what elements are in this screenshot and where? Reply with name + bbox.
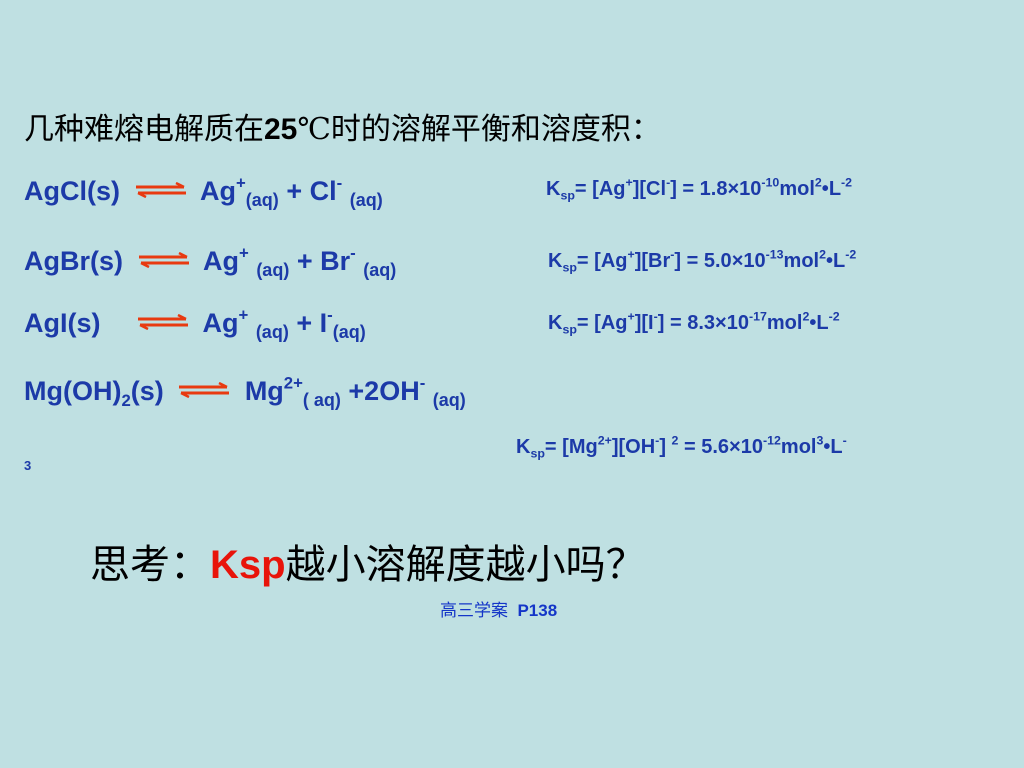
equation-agi: AgI(s) Ag+ (aq) + I-(aq) [24,305,366,342]
ksp-mgoh2-wrap: 3 [24,458,32,473]
ksp-agbr: Ksp= [Ag+][Br-] = 5.0×10-13mol2•L-2 [548,247,857,275]
equilibrium-arrow-icon [134,182,188,198]
equilibrium-arrow-icon [136,314,190,330]
slide-title: 几种难熔电解质在25℃时的溶解平衡和溶度积： [24,112,661,147]
equation-agcl: AgCl(s) Ag+(aq) + Cl- (aq) [24,173,383,210]
ksp-highlight: Ksp [210,543,286,587]
equation-mgoh2: Mg(OH)2(s) Mg2+( aq) +2OH- (aq) [24,373,466,410]
ksp-mgoh2: Ksp= [Mg2+][OH-] 2 = 5.6×10-12mol3•L- [516,433,847,461]
equilibrium-arrow-icon [177,382,231,398]
ksp-agcl: Ksp= [Ag+][Cl-] = 1.8×10-10mol2•L-2 [546,175,853,203]
reference-note: 高三学案 P138 [440,601,558,620]
equation-agbr: AgBr(s) Ag+ (aq) + Br- (aq) [24,243,397,280]
question-text: 思考：Ksp越小溶解度越小吗？ [90,542,646,588]
equilibrium-arrow-icon [137,252,191,268]
ksp-agi: Ksp= [Ag+][I-] = 8.3×10-17mol2•L-2 [548,309,840,337]
